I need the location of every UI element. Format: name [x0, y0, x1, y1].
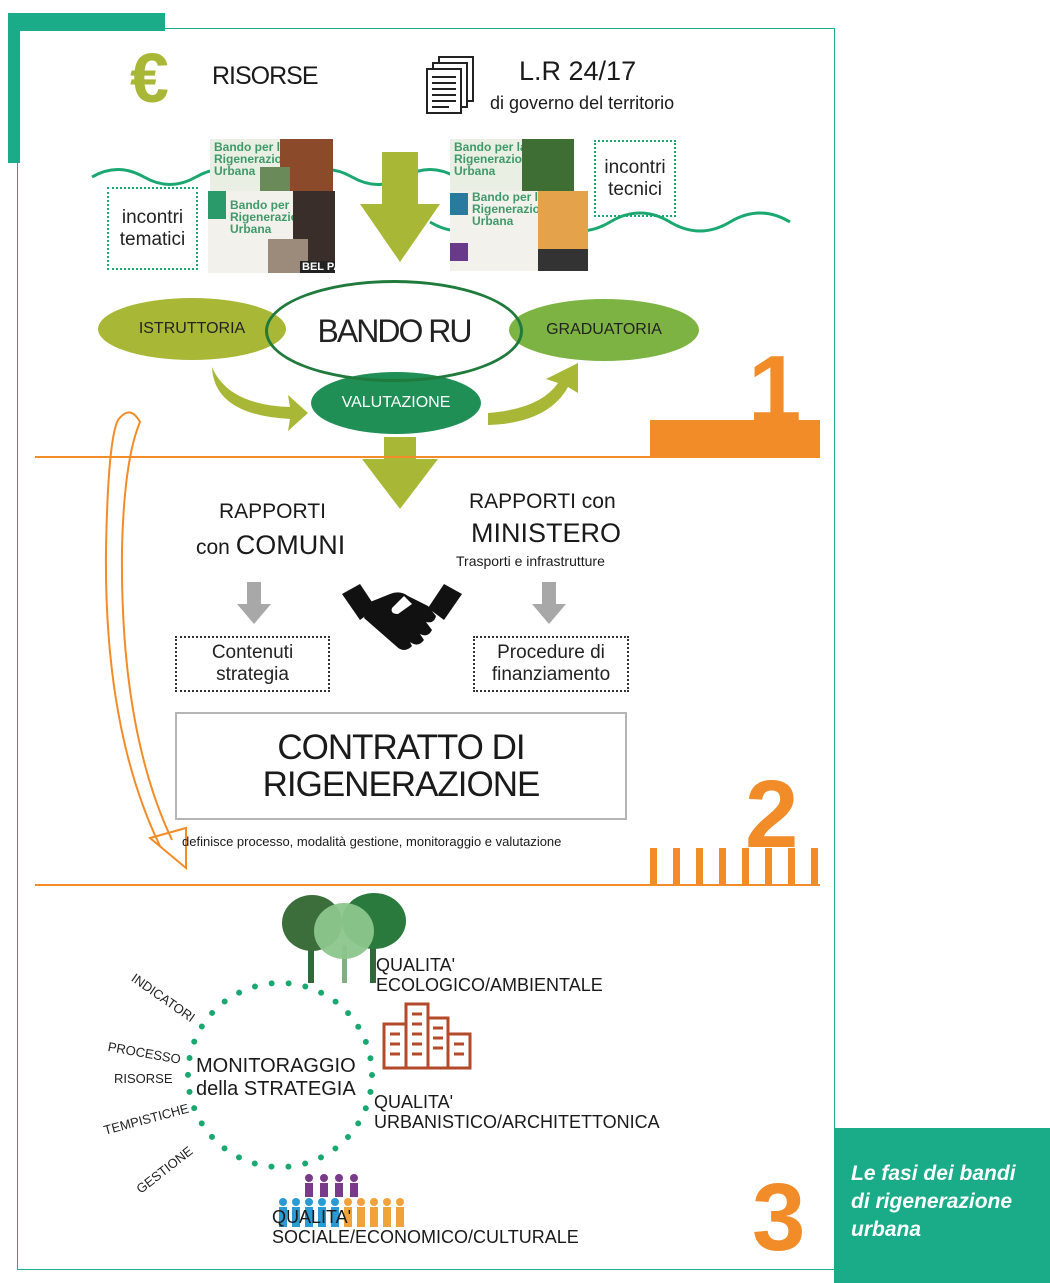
procedure-finanziamento-box: Procedure di finanziamento — [473, 636, 629, 692]
separator-2 — [35, 884, 820, 886]
phase-number-2: 2 — [745, 761, 799, 868]
quality-eco: QUALITA' ECOLOGICO/AMBIENTALE — [376, 955, 603, 995]
istruttoria-label: ISTRUTTORIA — [138, 320, 246, 337]
contenuti-strategia-box: Contenuti strategia — [175, 636, 330, 692]
dotted-circle — [185, 980, 375, 1170]
rapporti-ministero-line2: MINISTERO — [471, 518, 622, 548]
trees-icon — [282, 893, 406, 983]
poster-4: Bando per la Rigenerazione Urbana — [450, 191, 588, 271]
valutazione-label: VALUTAZIONE — [341, 394, 451, 411]
rapporti-ministero-line3: Trasporti e infrastrutture — [456, 553, 605, 569]
poster-1: Bando per la Rigenerazione Urbana — [210, 139, 333, 195]
buildings-icon — [382, 1002, 472, 1070]
rapporti-ministero-line1: RAPPORTI con — [469, 490, 616, 513]
resources-label: RISORSE — [212, 62, 319, 90]
incontri-tematici-box: incontri tematici — [107, 187, 198, 270]
contract-title: CONTRATTO DI RIGENERAZIONE — [262, 728, 541, 804]
caption-panel — [834, 1128, 1050, 1283]
grey-arrow-right — [532, 582, 566, 624]
istruttoria-ellipse: ISTRUTTORIA — [98, 298, 286, 360]
phase-2-stripes — [650, 848, 820, 885]
graduatoria-ellipse: GRADUATORIA — [509, 299, 699, 361]
quality-urb: QUALITA' URBANISTICO/ARCHITETTONICA — [374, 1092, 660, 1132]
quality-soc: QUALITA' SOCIALE/ECONOMICO/CULTURALE — [272, 1207, 579, 1247]
caption-text: Le fasi dei bandi di rigenerazione urban… — [851, 1162, 1016, 1241]
law-title: L.R 24/17 — [519, 56, 637, 86]
graduatoria-label: GRADUATORIA — [546, 321, 662, 338]
rapporti-comuni-line1: RAPPORTI — [219, 500, 326, 523]
euro-icon: € — [130, 39, 169, 117]
bando-ru-ellipse: BANDO RU — [265, 280, 523, 382]
contract-box: CONTRATTO DI RIGENERAZIONE — [175, 712, 627, 820]
curved-arrows — [212, 363, 578, 431]
grey-arrow-left — [237, 582, 271, 624]
document-icon — [426, 56, 474, 114]
people-icon — [279, 1174, 404, 1227]
phase-1-bar — [650, 420, 820, 457]
poster-2: Bando per la Rigenerazione Urbana BEL PA… — [208, 191, 335, 273]
poster-3: Bando per la Rigenerazione Urbana — [450, 139, 574, 191]
handshake-icon — [342, 584, 462, 650]
incontri-tecnici-box: incontri tecnici — [594, 140, 676, 217]
separator-1 — [35, 456, 820, 458]
law-subtitle: di governo del territorio — [490, 93, 675, 113]
poster-badge: BEL PAESE — [300, 261, 335, 273]
valutazione-ellipse: VALUTAZIONE — [311, 372, 481, 434]
diagram-frame — [17, 28, 835, 1270]
bando-ru-label: BANDO RU — [317, 312, 473, 349]
side-label-risorse: RISORSE — [114, 1071, 173, 1086]
rapporti-comuni-line2: con COMUNI — [196, 530, 346, 560]
teal-corner-top — [8, 13, 165, 31]
down-arrow-2 — [362, 437, 438, 509]
contract-caption: definisce processo, modalità gestione, m… — [182, 834, 562, 849]
down-arrow-1 — [360, 152, 440, 262]
long-return-arrow — [104, 411, 187, 871]
phase-number-3: 3 — [752, 1164, 806, 1271]
monitor-title: MONITORAGGIO della STRATEGIA — [196, 1055, 356, 1100]
